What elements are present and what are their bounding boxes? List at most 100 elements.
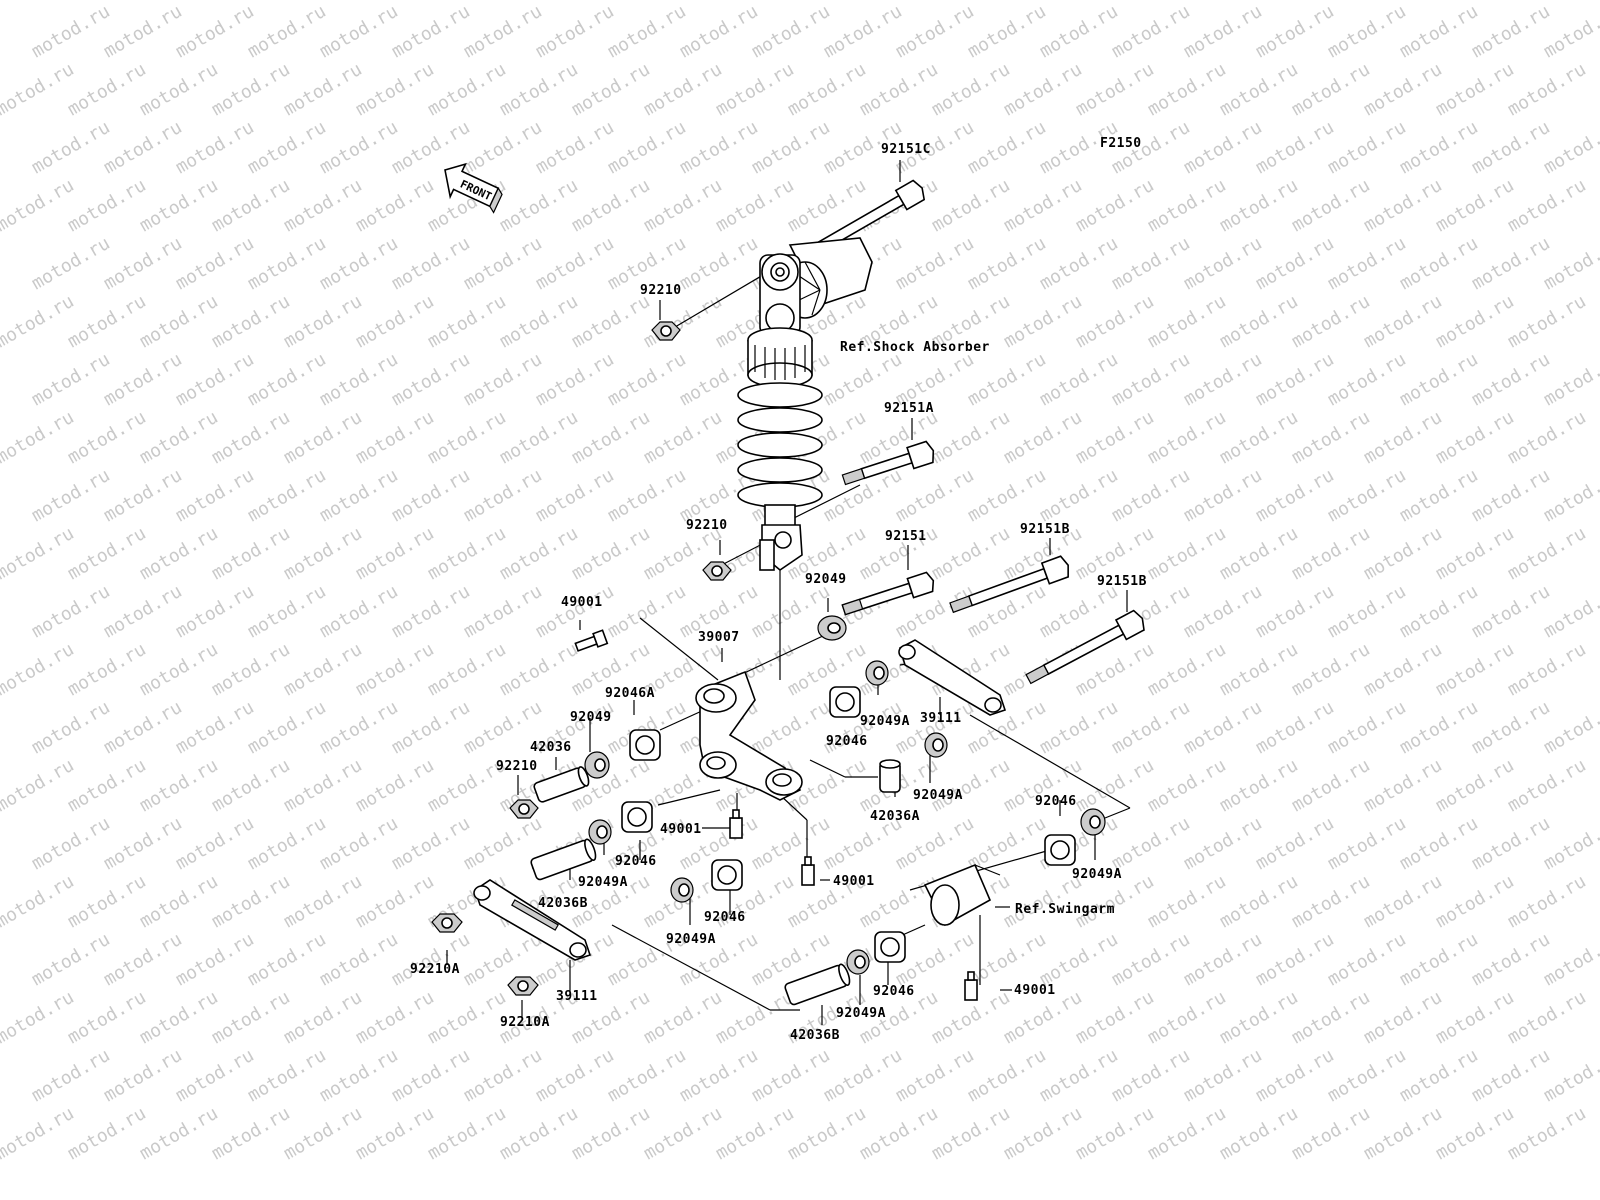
watermark-text: motod.ru bbox=[1432, 59, 1518, 121]
watermark-text: motod.ru bbox=[604, 1045, 690, 1107]
washer-92049a-a bbox=[865, 660, 889, 686]
watermark-text: motod.ru bbox=[1504, 1103, 1590, 1165]
watermark-text: motod.ru bbox=[1504, 523, 1590, 585]
watermark-text: motod.ru bbox=[1432, 639, 1518, 701]
watermark-text: motod.ru bbox=[1036, 349, 1122, 411]
part-label: 92046 bbox=[615, 854, 657, 869]
watermark-text: motod.ru bbox=[496, 523, 582, 585]
watermark-text: motod.ru bbox=[1468, 1, 1554, 63]
watermark-text: motod.ru bbox=[532, 1, 618, 63]
watermark-text: motod.ru bbox=[820, 1, 906, 63]
watermark-text: motod.ru bbox=[928, 755, 1014, 817]
watermark-text: motod.ru bbox=[856, 1103, 942, 1165]
watermark-text: motod.ru bbox=[64, 871, 150, 933]
part-label: 92210 bbox=[686, 518, 728, 533]
watermark-text: motod.ru bbox=[388, 697, 474, 759]
watermark-text: motod.ru bbox=[316, 1, 402, 63]
watermark-text: motod.ru bbox=[1360, 291, 1446, 353]
watermark-text: motod.ru bbox=[208, 291, 294, 353]
watermark-text: motod.ru bbox=[1288, 523, 1374, 585]
bearing-92046-c bbox=[711, 859, 743, 891]
watermark-text: motod.ru bbox=[208, 407, 294, 469]
part-label: 42036 bbox=[530, 740, 572, 755]
watermark-text: motod.ru bbox=[1108, 233, 1194, 295]
watermark-text: motod.ru bbox=[28, 1, 114, 63]
part-label: 49001 bbox=[1014, 983, 1056, 998]
part-label: 92046 bbox=[1035, 794, 1077, 809]
watermark-text: motod.ru bbox=[712, 987, 798, 1049]
watermark-text: motod.ru bbox=[1216, 175, 1302, 237]
watermark-text: motod.ru bbox=[100, 581, 186, 643]
ref-swingarm-label: Ref.Swingarm bbox=[1015, 902, 1115, 917]
watermark-text: motod.ru bbox=[1504, 987, 1590, 1049]
watermark-text: motod.ru bbox=[1324, 813, 1410, 875]
watermark-text: motod.ru bbox=[280, 639, 366, 701]
watermark-text: motod.ru bbox=[1144, 987, 1230, 1049]
watermark-text: motod.ru bbox=[1288, 59, 1374, 121]
part-label: 92210A bbox=[500, 1015, 550, 1030]
watermark-text: motod.ru bbox=[100, 117, 186, 179]
watermark-text: motod.ru bbox=[748, 117, 834, 179]
watermark-text: motod.ru bbox=[0, 59, 78, 121]
watermark-text: motod.ru bbox=[1324, 117, 1410, 179]
bolt-92151 bbox=[841, 571, 935, 616]
watermark-text: motod.ru bbox=[424, 59, 510, 121]
watermark-text: motod.ru bbox=[1072, 1103, 1158, 1165]
washer-92049a-f bbox=[846, 949, 870, 975]
watermark-text: motod.ru bbox=[316, 581, 402, 643]
watermark-text: motod.ru bbox=[0, 987, 78, 1049]
watermark-text: motod.ru bbox=[748, 697, 834, 759]
watermark-text: motod.ru bbox=[1108, 1045, 1194, 1107]
watermark-text: motod.ru bbox=[28, 1045, 114, 1107]
watermark-text: motod.ru bbox=[1468, 465, 1554, 527]
watermark-text: motod.ru bbox=[172, 929, 258, 991]
collar-42036 bbox=[533, 766, 590, 803]
watermark-text: motod.ru bbox=[1036, 697, 1122, 759]
watermark-text: motod.ru bbox=[1144, 175, 1230, 237]
watermark-text: motod.ru bbox=[1360, 987, 1446, 1049]
watermark-text: motod.ru bbox=[1432, 175, 1518, 237]
grease-nipple-49001-mid bbox=[729, 809, 743, 839]
watermark-text: motod.ru bbox=[928, 59, 1014, 121]
watermark-text: motod.ru bbox=[1036, 1045, 1122, 1107]
watermark-text: motod.ru bbox=[64, 639, 150, 701]
watermark-text: motod.ru bbox=[1000, 1103, 1086, 1165]
watermark-text: motod.ru bbox=[892, 1, 978, 63]
watermark-text: motod.ru bbox=[316, 233, 402, 295]
watermark-text: motod.ru bbox=[172, 117, 258, 179]
watermark-text: motod.ru bbox=[1540, 349, 1600, 411]
watermark-text: motod.ru bbox=[1468, 813, 1554, 875]
part-label: 92210 bbox=[640, 283, 682, 298]
watermark-text: motod.ru bbox=[928, 1103, 1014, 1165]
watermark-text: motod.ru bbox=[1108, 1, 1194, 63]
watermark-text: motod.ru bbox=[424, 291, 510, 353]
watermark-text: motod.ru bbox=[136, 291, 222, 353]
watermark-text: motod.ru bbox=[64, 1103, 150, 1165]
part-label: 92049A bbox=[1072, 867, 1122, 882]
watermark-text: motod.ru bbox=[640, 1103, 726, 1165]
watermark-text: motod.ru bbox=[208, 755, 294, 817]
watermark-text: motod.ru bbox=[244, 117, 330, 179]
watermark-text: motod.ru bbox=[1360, 175, 1446, 237]
watermark-text: motod.ru bbox=[1180, 813, 1266, 875]
watermark-text: motod.ru bbox=[1504, 59, 1590, 121]
watermark-text: motod.ru bbox=[1216, 755, 1302, 817]
watermark-text: motod.ru bbox=[1216, 59, 1302, 121]
watermark-text: motod.ru bbox=[1252, 233, 1338, 295]
part-label: 49001 bbox=[660, 822, 702, 837]
watermark-text: motod.ru bbox=[532, 465, 618, 527]
watermark-text: motod.ru bbox=[1288, 1103, 1374, 1165]
watermark-text: motod.ru bbox=[64, 523, 150, 585]
grease-nipple-49001-top bbox=[574, 629, 609, 652]
diagram-code: F2150 bbox=[1100, 136, 1142, 151]
watermark-text: motod.ru bbox=[280, 523, 366, 585]
watermark-text: motod.ru bbox=[928, 523, 1014, 585]
part-label: 42036B bbox=[538, 896, 588, 911]
watermark-text: motod.ru bbox=[964, 1045, 1050, 1107]
part-label: 92046 bbox=[704, 910, 746, 925]
part-label: 92049A bbox=[666, 932, 716, 947]
watermark-text: motod.ru bbox=[352, 987, 438, 1049]
watermark-text: motod.ru bbox=[1324, 929, 1410, 991]
watermark-text: motod.ru bbox=[964, 1, 1050, 63]
watermark-text: motod.ru bbox=[892, 233, 978, 295]
